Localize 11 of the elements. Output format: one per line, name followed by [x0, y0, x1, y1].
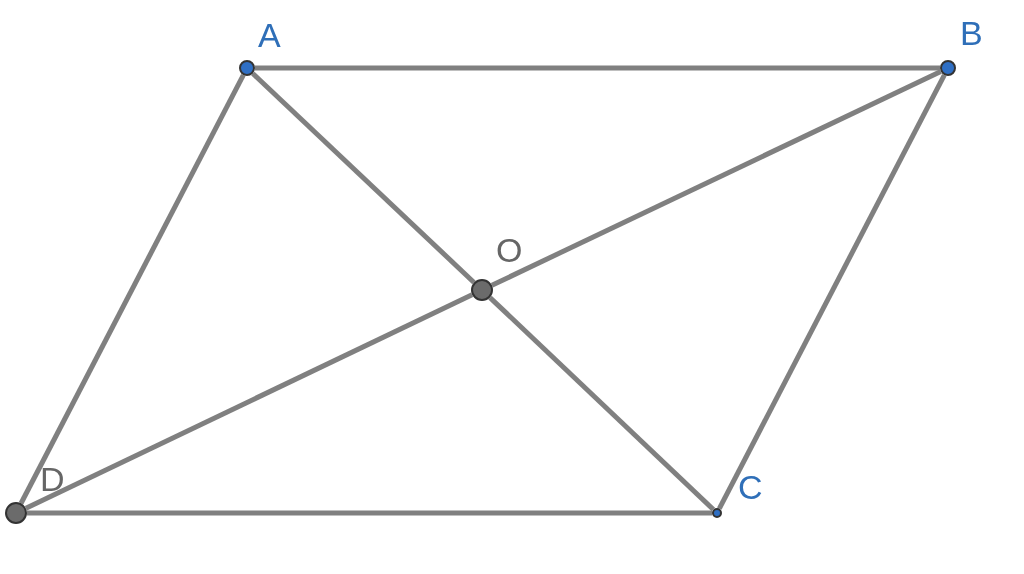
point-label: O [496, 233, 523, 267]
point-label: C [738, 470, 763, 504]
line-segment [488, 295, 716, 512]
point-label: B [960, 16, 983, 50]
point-label: D [40, 462, 65, 496]
line-segment [27, 510, 712, 516]
line-segment [255, 65, 940, 71]
point-label: A [258, 18, 281, 52]
line-segment [18, 73, 246, 505]
line-segment [717, 73, 947, 510]
line-segment [251, 71, 476, 285]
